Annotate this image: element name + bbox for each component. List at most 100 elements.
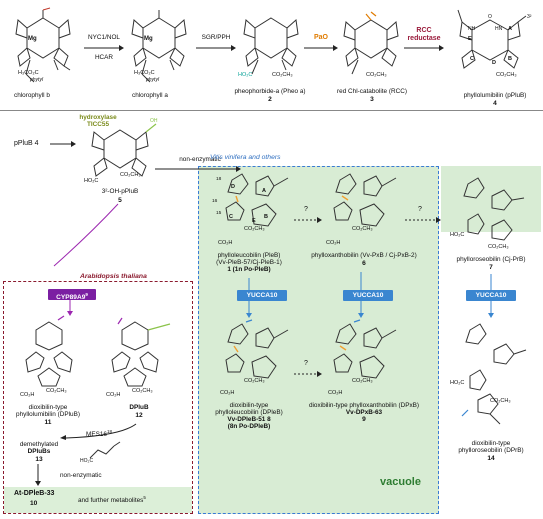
dplub-12-ester: CO₂CH₃ xyxy=(132,388,153,395)
pleb-pos-13: 15 xyxy=(216,210,221,217)
yucca-tag-2: YUCCA10 xyxy=(343,290,393,301)
arrow-pleb-pxb xyxy=(294,216,322,224)
dpxb-ester: CO₂CH₃ xyxy=(352,378,373,385)
arrow-nyc1 xyxy=(84,44,124,52)
dpleb-acid: CO₂H xyxy=(220,390,234,397)
dplub-11-acid: CO₂H xyxy=(20,392,34,399)
at-dpleb-label: At-DPleB-33 xyxy=(14,490,54,497)
sgr-pph-label: SGR/PPH xyxy=(192,34,240,41)
pplub-ring-d: E xyxy=(468,36,472,43)
pxb-ester: CO₂CH₃ xyxy=(352,226,373,233)
dpxb-structure xyxy=(320,320,400,400)
rcc-reductase-label-2: reductase xyxy=(398,35,450,42)
dprb-acid: HO₂C xyxy=(450,380,464,387)
chl-b-mg: Mg xyxy=(28,36,37,43)
arrow-at-nonenzymatic xyxy=(34,464,42,486)
arabidopsis-label: Arabidopsis thaliana xyxy=(80,273,147,280)
dpleb-structure xyxy=(212,320,292,400)
dpleb-ester: CO₂CH₃ xyxy=(244,378,265,385)
dprb-number: 14 xyxy=(442,455,540,462)
pleb-acid: CO₂H xyxy=(218,240,232,247)
demethylated-number: 13 xyxy=(4,456,74,463)
rcc-number: 3 xyxy=(334,96,410,103)
pleb-ring-c: C xyxy=(229,214,233,221)
pplub-ring-nh: NH xyxy=(468,26,475,33)
arrow-pao xyxy=(304,44,338,52)
nyc1-nol-label: NYC1/NOL xyxy=(80,34,128,41)
at-nonenzymatic-label: non-enzymatic xyxy=(60,472,102,479)
pxb-structure xyxy=(320,172,400,248)
rcc-label: red Chl-catabolite (RCC) xyxy=(334,88,410,95)
q1: ? xyxy=(304,206,308,213)
pleb-pos-18: 18 xyxy=(216,176,221,183)
pxb-number: 6 xyxy=(300,260,428,267)
dplub-11-structure xyxy=(14,316,84,396)
rcc-ester: CO₂CH₃ xyxy=(366,72,387,79)
further-sup: 5 xyxy=(143,495,146,500)
demethylated-acid: HO₂C xyxy=(80,458,93,465)
vacuole-title: vacuole xyxy=(380,476,421,488)
arrow-rcc-reductase xyxy=(404,44,444,52)
yucca-tag-1: YUCCA10 xyxy=(237,290,287,301)
pplub-ring-b: B xyxy=(508,56,512,63)
pao-label: PaO xyxy=(300,34,342,41)
oh-pplub-label: 3²-OH-pPluB xyxy=(80,188,160,195)
pleb-ester: CO₂CH₃ xyxy=(244,226,265,233)
prb-line1: phylloroseobilin (Cj-PrB) xyxy=(442,256,540,263)
rcc-reductase-label-1: RCC xyxy=(398,27,450,34)
chl-a-label: chlorophyll a xyxy=(132,92,168,99)
pplub-o: O xyxy=(488,14,492,21)
dprb-structure xyxy=(450,320,530,430)
cyp-tag: CYP89A99 xyxy=(48,289,96,300)
pplub-3-2: 3² xyxy=(527,14,531,21)
prb-ester: CO₂CH₃ xyxy=(488,244,509,251)
pleb-structure xyxy=(212,172,292,248)
pheo-ester: CO₂CH₃ xyxy=(272,72,293,79)
oh-pplub-acid: HO₂C xyxy=(84,178,98,185)
chl-b-phytyl: phytyl xyxy=(30,77,43,84)
pleb-ring-d: D xyxy=(231,184,235,191)
further-label: and further metabolites5 xyxy=(78,494,146,505)
arrow-dpleb-dpxb xyxy=(294,370,322,378)
mes16-label: MES1618 xyxy=(86,428,112,439)
oh-group: OH xyxy=(150,118,158,125)
yucca-tag-3: YUCCA10 xyxy=(466,290,516,301)
dplub-12-acid: CO₂H xyxy=(106,392,120,399)
hcar-label: HCAR xyxy=(80,54,128,61)
q2: ? xyxy=(418,206,422,213)
mes16-sup: 18 xyxy=(107,429,112,434)
chl-a-phytyl: phytyl xyxy=(146,77,159,84)
dplub-12-number: 12 xyxy=(104,412,174,419)
dplub-11-ester: CO₂CH₃ xyxy=(46,388,67,395)
pplub-ring-c: C xyxy=(470,56,474,63)
pleb-ring-a: A xyxy=(262,188,266,195)
pheo-acid: HO₂C xyxy=(238,72,252,79)
prb-structure xyxy=(448,176,528,254)
pplub-ring-a: A xyxy=(508,26,512,33)
dpxb-number: 9 xyxy=(300,416,428,423)
dplub-12-label: DPluB xyxy=(104,404,174,411)
chl-a-mg: Mg xyxy=(144,36,153,43)
oh-pplub-number: 5 xyxy=(80,197,160,204)
arrow-to-oh-pplub xyxy=(50,140,76,148)
prb-acid: HO₂C xyxy=(450,232,464,239)
pxb-line1: phylloxanthobilin (Vv-PxB / Cj-PxB-2) xyxy=(300,252,428,259)
at-dpleb-number: 10 xyxy=(30,500,37,507)
chl-b-label: chlorophyll b xyxy=(14,92,50,99)
demethylated-line2: DPluBs xyxy=(4,448,74,455)
pleb-ring-b: B xyxy=(264,214,268,221)
oh-pplub-ester: CO₂CH₃ xyxy=(120,172,141,179)
vitis-label: Vitis vinifera and others xyxy=(210,154,281,161)
arrow-sgr xyxy=(196,44,236,52)
dpleb-line4: (8n Po-DPleB) xyxy=(204,423,294,430)
arrow-cyp xyxy=(50,204,120,268)
pplub-start: pPluB 4 xyxy=(14,140,39,147)
pplub-ester: CO₂CH₃ xyxy=(496,72,517,79)
top-divider xyxy=(0,110,543,111)
dplub-12-structure xyxy=(100,316,180,396)
pplub-ring-e: D xyxy=(492,60,496,67)
prb-number: 7 xyxy=(442,264,540,271)
pleb-pos-16: 16 xyxy=(212,198,217,205)
dprb-ester: CO₂CH₃ xyxy=(490,398,511,405)
arrow-pxb-prb xyxy=(405,216,441,224)
